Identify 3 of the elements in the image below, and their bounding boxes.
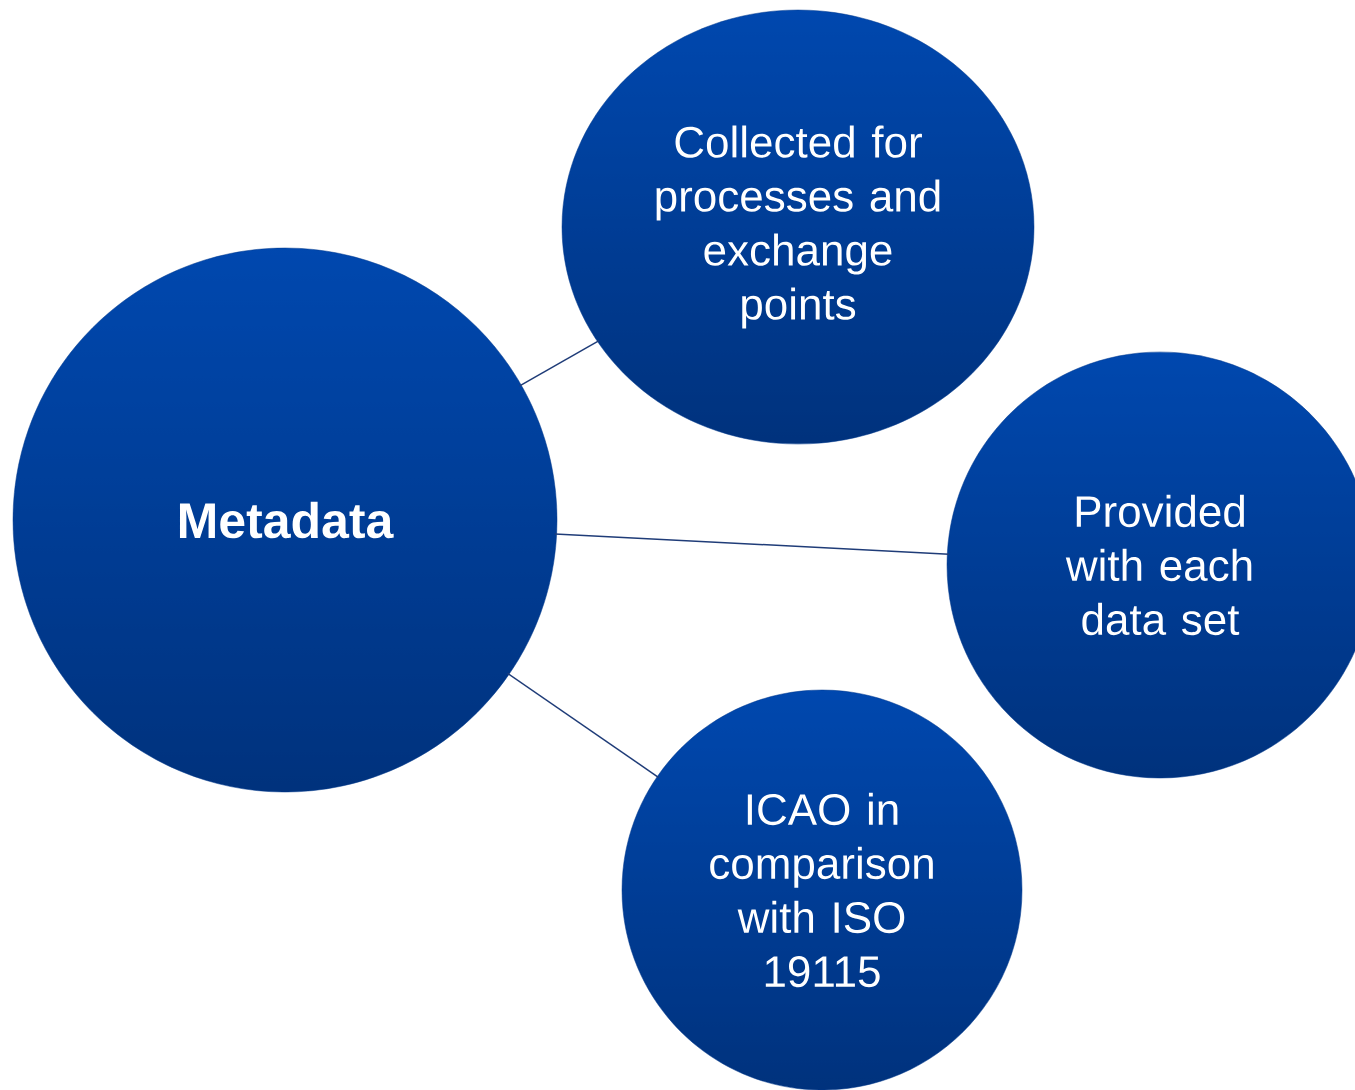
connector-line — [554, 533, 950, 555]
connector-line — [518, 339, 600, 387]
connector-line — [506, 672, 660, 779]
